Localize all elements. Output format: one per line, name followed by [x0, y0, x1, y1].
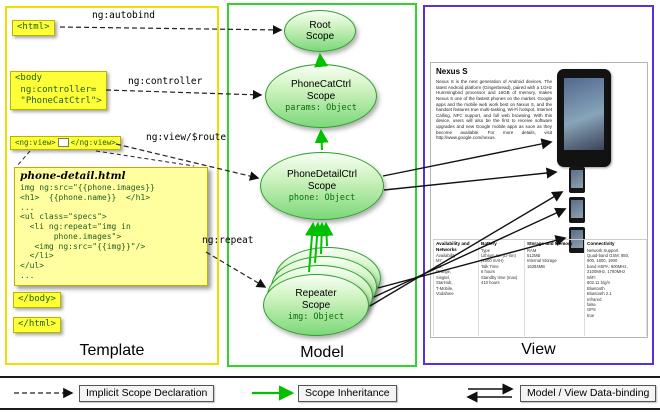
spec-table: Availability and Networks Availability M… — [433, 239, 647, 336]
body-close-tag: </body> — [13, 292, 61, 308]
ng-controller-label: ng:controller — [128, 76, 203, 87]
legend-scope-inheritance: Scope Inheritance — [298, 385, 397, 402]
legend-data-binding: Model / View Data-binding — [520, 385, 657, 402]
repeater-scope-binding: img: Object — [287, 312, 345, 322]
view-panel-label: View — [521, 341, 556, 358]
repeater-scope-title: Repeater Scope — [295, 288, 337, 311]
legend-implicit-scope: Implicit Scope Declaration — [79, 385, 215, 402]
ng-repeat-label: ng:repeat — [202, 235, 254, 246]
model-panel-label: Model — [300, 344, 344, 361]
spec-body: Network Support Quad-band GSM: 850, 900,… — [587, 247, 630, 318]
body-open-tag: <body ng:controller= "PhoneCatCtrl"> — [10, 71, 107, 111]
phone-detail-page: Nexus S Nexus S is the next generation o… — [430, 62, 648, 338]
phone-main-screen — [564, 78, 604, 150]
product-title: Nexus S — [436, 67, 468, 76]
spec-column-battery: Battery Type Lithium Ion (Li-Ion) (1500 … — [479, 240, 525, 336]
phone-main-image — [557, 69, 611, 167]
spec-column-connectivity: Connectivity Network Support Quad-band G… — [585, 240, 647, 336]
phone-thumbnail-screen — [571, 200, 583, 218]
phonecatctrl-scope-binding: params: Object — [285, 103, 357, 113]
ng-view-route-label: ng:view/$route — [146, 132, 227, 143]
ng-autobind-label: ng:autobind — [92, 10, 155, 21]
ng-view-open-text: <ng:view> — [15, 138, 56, 147]
spec-column-availability: Availability and Networks Availability M… — [433, 240, 479, 336]
spec-header: Storage and Memory — [527, 241, 573, 246]
phone-thumbnail-screen — [571, 170, 583, 188]
phone-thumbnail-1 — [569, 167, 585, 193]
phonecatctrl-scope-title: PhoneCatCtrl Scope — [290, 79, 352, 102]
html-open-tag: <html> — [12, 20, 55, 36]
phonedetailctrl-scope-ellipse: PhoneDetailCtrl Scope phone: Object — [260, 152, 384, 220]
phone-thumbnail-3 — [569, 227, 585, 253]
html-close-tag: </html> — [13, 317, 61, 333]
root-scope-title: Root Scope — [305, 19, 335, 43]
spec-column-storage: Storage and Memory RAM 512MB Internal St… — [525, 240, 585, 336]
root-scope-ellipse: Root Scope — [284, 10, 356, 52]
phonedetailctrl-scope-binding: phone: Object — [288, 193, 356, 203]
spec-body: Type Lithium Ion (Li-Ion) (1500 mAH) Tal… — [481, 247, 518, 286]
spec-header: Availability and Networks — [436, 241, 470, 252]
ng-view-tag: <ng:view> </ng:view> — [10, 136, 121, 150]
spec-header: Battery — [481, 241, 497, 246]
spec-body: RAM 512MB Internal Storage 16384MB — [527, 247, 557, 269]
view-placeholder-icon — [57, 138, 69, 148]
snippet-code: img ng:src="{{phone.images}} <h1> {{phon… — [20, 183, 155, 280]
template-panel-label: Template — [79, 342, 145, 359]
phone-thumbnail-2 — [569, 197, 585, 223]
phone-detail-template-snippet: phone-detail.html img ng:src="{{phone.im… — [14, 167, 208, 286]
phonecatctrl-scope-ellipse: PhoneCatCtrl Scope params: Object — [265, 64, 377, 128]
repeater-scope-ellipse: Repeater Scope img: Object — [263, 274, 369, 336]
spec-header: Connectivity — [587, 241, 615, 246]
ng-view-close-text: </ng:view> — [70, 138, 116, 147]
legend-divider-top — [0, 376, 660, 378]
spec-body: Availability M7, O2, Orange, Singtel, St… — [436, 253, 456, 297]
product-description: Nexus S is the next generation of Androi… — [436, 79, 552, 141]
legend-divider-bottom — [0, 408, 660, 410]
snippet-filename: phone-detail.html — [20, 170, 126, 182]
phonedetailctrl-scope-title: PhoneDetailCtrl Scope — [286, 169, 358, 192]
